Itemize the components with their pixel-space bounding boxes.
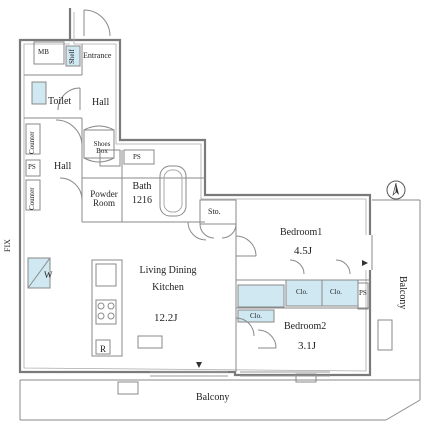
balcony-bottom — [19, 373, 421, 421]
entrance-area — [33, 9, 111, 75]
storage-area — [199, 199, 237, 239]
north-compass-icon — [386, 180, 406, 200]
entry-arrow-icon — [196, 362, 202, 368]
kitchen-fixtures — [27, 257, 163, 357]
closets — [235, 259, 369, 337]
inner-wall-lines — [23, 12, 367, 372]
balcony-right — [371, 199, 421, 400]
counter-lower-box — [25, 179, 41, 211]
ps-left-box — [25, 159, 41, 177]
powder-bath-block — [59, 149, 205, 223]
counter-upper-box — [25, 123, 41, 155]
toilet-room — [24, 74, 82, 119]
bedroom1-arrow-icon — [362, 260, 368, 266]
shoes-box — [83, 125, 115, 163]
outer-walls — [18, 8, 372, 377]
